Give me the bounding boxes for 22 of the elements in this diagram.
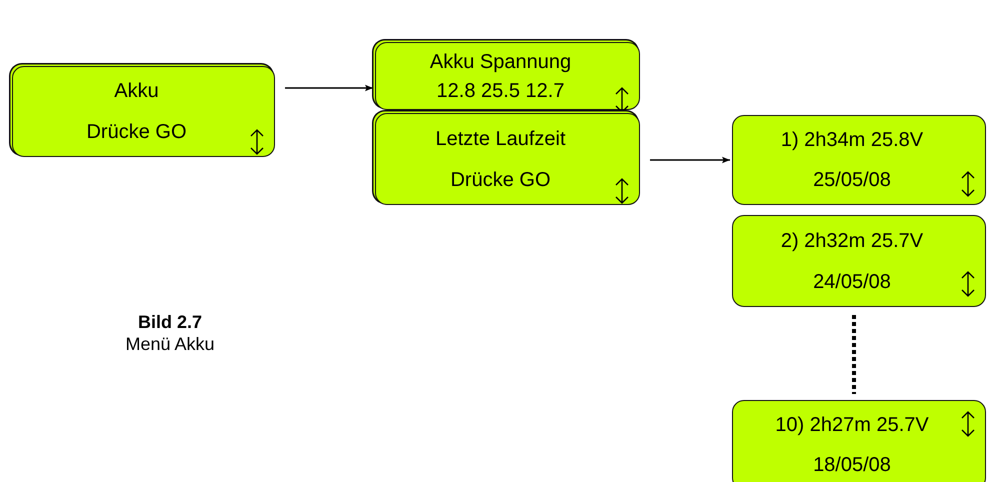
display-text: 10) 2h27m 25.7V [775, 413, 929, 437]
display-text: 2) 2h32m 25.7V [780, 228, 924, 252]
display-text: Drücke GO [450, 168, 551, 192]
display-box [375, 113, 640, 205]
display-box [732, 115, 986, 205]
display-text: 12.8 25.5 12.7 [436, 78, 564, 102]
figure-caption: Bild 2.7 Menü Akku [124, 312, 216, 356]
display-box [732, 215, 986, 307]
display-text: Akku [114, 79, 159, 104]
display-text: 25/05/08 [813, 168, 891, 192]
display-text: 24/05/08 [813, 270, 891, 294]
display-box [12, 66, 275, 157]
display-box [375, 42, 640, 110]
display-text: 1) 2h34m 25.8V [780, 128, 924, 152]
dotted-line [852, 315, 856, 394]
arrow [285, 84, 373, 92]
display-text: Letzte Laufzeit [435, 126, 566, 150]
display-text: Drücke GO [86, 120, 187, 144]
display-text: 18/05/08 [813, 453, 891, 477]
display-box [732, 400, 986, 482]
display-text: Akku Spannung [430, 50, 572, 74]
arrow [650, 156, 730, 164]
